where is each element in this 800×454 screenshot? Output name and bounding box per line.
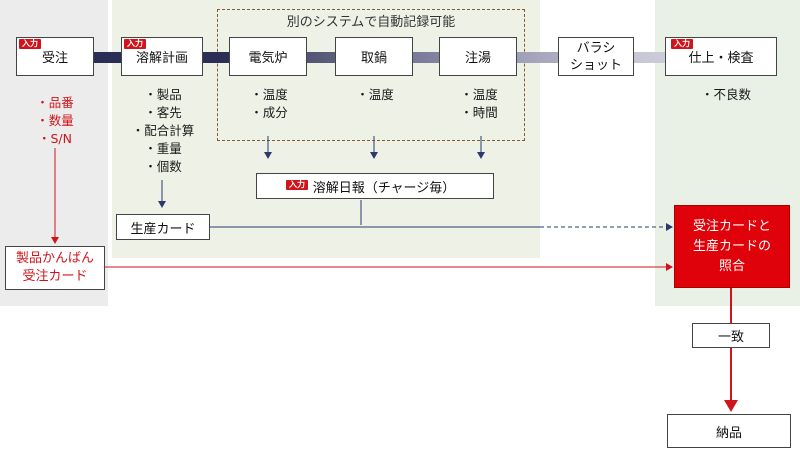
list-item: ・温度 xyxy=(356,87,394,102)
delivery-box: 納品 xyxy=(667,414,791,448)
list-item: ・配合計算 xyxy=(131,123,195,138)
process-electric-furnace: 電気炉 xyxy=(229,37,307,76)
process-order-label: 受注 xyxy=(41,51,68,66)
production-card: 生産カード xyxy=(116,214,210,240)
list-item: ・数量 xyxy=(36,113,74,128)
process-pouring-label: 注湯 xyxy=(464,51,491,66)
delivery-label: 納品 xyxy=(715,425,742,441)
process-pouring: 注湯 xyxy=(439,37,517,76)
matching-label: 受注カードと 生産カードの 照合 xyxy=(692,218,771,274)
match-result-text: 一致 xyxy=(717,330,744,345)
process-finish-inspect: 仕上・検査 xyxy=(665,37,777,76)
list-item: ・成分 xyxy=(250,105,288,120)
daily-report-label: 溶解日報（チャージ毎） xyxy=(312,180,456,196)
auto-record-group xyxy=(217,9,525,141)
inspect-items-list: ・不良数 xyxy=(686,86,766,104)
list-item: ・温度 xyxy=(250,87,288,102)
list-item: ・温度 xyxy=(460,87,498,102)
auto-record-group-label: 別のシステムで自動記録可能 xyxy=(286,15,456,30)
melting-daily-report: 溶解日報（チャージ毎） xyxy=(256,173,494,199)
kanban-card-label: 製品かんばん 受注カード xyxy=(15,251,94,284)
card-matching-box: 受注カードと 生産カードの 照合 xyxy=(674,205,790,288)
process-melt-plan-label: 溶解計画 xyxy=(135,51,188,66)
process-inspect-label: 仕上・検査 xyxy=(688,51,754,66)
process-shakeout-label: バラシ ショット xyxy=(569,40,622,73)
input-tag-plan: 入力 xyxy=(124,39,146,49)
process-shakeout: バラシ ショット xyxy=(558,37,634,76)
list-item: ・重量 xyxy=(144,141,182,156)
delivery-arrowhead xyxy=(724,400,738,412)
list-item: ・時間 xyxy=(460,105,498,120)
order-items-list: ・品番 ・数量 ・S/N xyxy=(20,94,90,148)
match-result-label: 一致 xyxy=(692,323,770,348)
production-card-label: 生産カード xyxy=(130,221,196,237)
process-ladle-label: 取鍋 xyxy=(360,51,387,66)
process-ladle: 取鍋 xyxy=(335,37,413,76)
list-item: ・S/N xyxy=(38,131,72,146)
input-tag-order: 入力 xyxy=(19,39,41,49)
process-furnace-label: 電気炉 xyxy=(248,51,288,66)
input-tag-report: 入力 xyxy=(286,180,308,190)
list-item: ・製品 xyxy=(144,87,182,102)
ladle-items-list: ・温度 xyxy=(340,86,410,104)
product-kanban-order-card: 製品かんばん 受注カード xyxy=(5,246,105,290)
plan-items-list: ・製品 ・客先 ・配合計算 ・重量 ・個数 xyxy=(118,86,208,176)
list-item: ・品番 xyxy=(36,95,74,110)
list-item: ・不良数 xyxy=(700,87,751,102)
list-item: ・個数 xyxy=(144,159,182,174)
furnace-items-list: ・温度 ・成分 xyxy=(234,86,304,122)
pour-items-list: ・温度 ・時間 xyxy=(444,86,514,122)
list-item: ・客先 xyxy=(144,105,182,120)
input-tag-inspect: 入力 xyxy=(671,39,693,49)
